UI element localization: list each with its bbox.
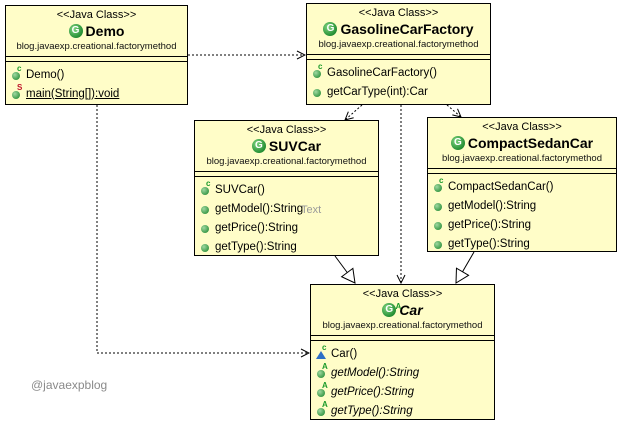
operation[interactable]: S main(String[]):void <box>11 83 182 103</box>
stereotype-label: <<Java Class>> <box>482 121 562 133</box>
operations-compartment: c GasolineCarFactory() getCarType(int):C… <box>307 60 490 103</box>
public-method-icon <box>433 200 445 212</box>
operation-signature: CompactSedanCar() <box>448 180 554 193</box>
class-demo[interactable]: <<Java Class>> G Demo blog.javaexp.creat… <box>5 5 188 105</box>
package-name: blog.javaexp.creational.factorymethod <box>322 320 483 331</box>
operation[interactable]: c Car() <box>316 343 489 363</box>
operation[interactable]: getModel():String <box>200 199 373 218</box>
class-compactsedancar[interactable]: <<Java Class>> G CompactSedanCar blog.ja… <box>427 117 617 252</box>
attributes-compartment <box>311 335 494 340</box>
operation-signature: getModel():String <box>331 366 420 379</box>
operation-signature: getPrice():String <box>331 385 415 398</box>
public-method-icon <box>433 219 445 231</box>
operation[interactable]: getType():String <box>200 237 373 256</box>
operations-compartment: c Car() A getModel():String A getPrice()… <box>311 341 494 422</box>
class-icon: G <box>450 136 465 150</box>
generalization-compactsedancar-to-car <box>455 251 475 284</box>
operation[interactable]: c GasolineCarFactory() <box>312 62 485 82</box>
class-icon: G <box>68 24 83 38</box>
package-name: blog.javaexp.creational.factorymethod <box>441 153 602 164</box>
operation[interactable]: getCarType(int):Car <box>312 82 485 101</box>
stereotype-label: <<Java Class>> <box>56 9 137 21</box>
class-name: G Demo <box>6 22 187 40</box>
abstract-method-icon: A <box>316 381 328 398</box>
class-name: G SUVCar <box>195 137 378 155</box>
operation[interactable]: getPrice():String <box>200 218 373 237</box>
class-name: G GasolineCarFactory <box>307 20 490 38</box>
operation[interactable]: A getPrice():String <box>316 381 489 401</box>
dependency-gasolinecarfactory-to-suvcar <box>345 104 363 120</box>
constructor-icon: c <box>312 62 324 79</box>
constructor-icon: c <box>11 64 23 81</box>
protected-constructor-icon: c <box>316 343 328 360</box>
public-method-icon <box>433 238 445 250</box>
class-name-text: GasolineCarFactory <box>340 21 474 37</box>
package-name: blog.javaexp.creational.factorymethod <box>16 41 177 52</box>
class-name-text: Car <box>399 302 423 318</box>
operation-signature: Car() <box>331 347 358 360</box>
package-name: blog.javaexp.creational.factorymethod <box>206 156 367 167</box>
public-method-icon <box>200 241 212 253</box>
class-name-text: SUVCar <box>268 138 322 154</box>
abstract-method-icon: A <box>316 362 328 379</box>
operation-signature: getType():String <box>331 404 413 417</box>
operation[interactable]: getModel():String <box>433 196 611 215</box>
attributes-compartment <box>6 56 187 61</box>
class-icon: G <box>251 139 266 153</box>
operation[interactable]: c CompactSedanCar() <box>433 176 611 196</box>
compartment-divider <box>311 340 494 341</box>
public-method-icon <box>200 222 212 234</box>
dependency-gasolinecarfactory-to-compactsedancar <box>446 104 461 117</box>
operation-signature: getPrice():String <box>448 218 532 231</box>
stereotype-label: <<Java Class>> <box>358 7 439 19</box>
public-method-icon <box>200 203 212 215</box>
compartment-divider <box>307 59 490 60</box>
compartment-divider <box>6 61 187 62</box>
operation-signature: getType():String <box>215 240 297 253</box>
public-method-icon <box>312 86 324 98</box>
abstract-method-icon: A <box>316 400 328 417</box>
operation-signature: getModel():String <box>448 199 537 212</box>
class-name: G CompactSedanCar <box>428 134 616 152</box>
compartment-divider <box>195 176 378 177</box>
operation-signature: getPrice():String <box>215 221 299 234</box>
class-gasolinecarfactory[interactable]: <<Java Class>> G GasolineCarFactory blog… <box>306 3 491 105</box>
stereotype-label: <<Java Class>> <box>362 288 443 300</box>
operation[interactable]: getPrice():String <box>433 215 611 234</box>
operation[interactable]: A getModel():String <box>316 362 489 382</box>
stray-text-label: Text <box>301 204 322 216</box>
constructor-icon: c <box>433 176 445 193</box>
operation-signature: GasolineCarFactory() <box>327 66 437 79</box>
class-name-text: Demo <box>85 23 125 39</box>
attributes-compartment <box>428 168 616 173</box>
watermark: @javaexpblog <box>31 378 108 392</box>
operations-compartment: c Demo() S main(String[]):void <box>6 62 187 105</box>
constructor-icon: c <box>200 179 212 196</box>
class-suvcar[interactable]: <<Java Class>> G SUVCar blog.javaexp.cre… <box>194 120 379 256</box>
package-name: blog.javaexp.creational.factorymethod <box>318 39 479 50</box>
operation-signature: main(String[]):void <box>26 87 120 100</box>
operations-compartment: c SUVCar() getModel():String getPrice():… <box>195 177 378 258</box>
operation[interactable]: A getType():String <box>316 400 489 420</box>
class-name-text: CompactSedanCar <box>467 135 594 151</box>
stereotype-label: <<Java Class>> <box>246 124 327 136</box>
attributes-compartment <box>195 171 378 176</box>
operation[interactable]: c SUVCar() <box>200 179 373 199</box>
compartment-divider <box>428 173 616 174</box>
operation[interactable]: c Demo() <box>11 64 182 84</box>
class-icon: G <box>323 22 338 36</box>
operation-signature: getModel():String <box>215 202 304 215</box>
generalization-suvcar-to-car <box>334 255 356 284</box>
operation-signature: getCarType(int):Car <box>327 85 428 98</box>
operations-compartment: c CompactSedanCar() getModel():String ge… <box>428 174 616 255</box>
operation-signature: getType():String <box>448 237 530 250</box>
static-method-icon: S <box>11 83 23 100</box>
operation[interactable]: getType():String <box>433 234 611 253</box>
operation-signature: SUVCar() <box>215 183 265 196</box>
operation-signature: Demo() <box>26 68 65 81</box>
attributes-compartment <box>307 54 490 59</box>
